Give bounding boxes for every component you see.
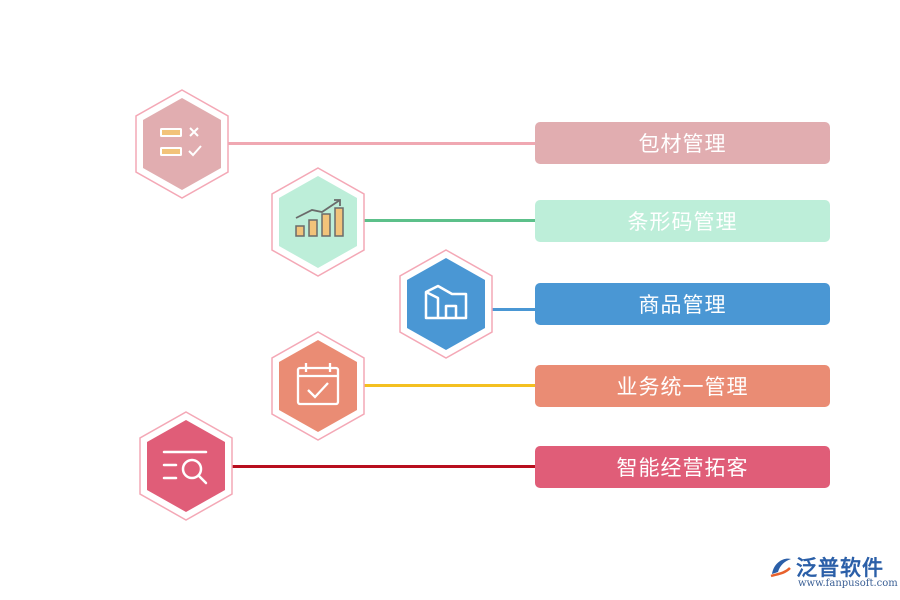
logo-url: www.fanpusoft.com bbox=[798, 578, 898, 589]
connector-line-5 bbox=[232, 465, 536, 468]
connector-line-3 bbox=[492, 308, 536, 311]
connector-line-2 bbox=[364, 219, 536, 222]
hexagon-node-4 bbox=[268, 330, 368, 442]
label-text-3: 商品管理 bbox=[638, 293, 727, 317]
connector-line-4 bbox=[364, 384, 536, 387]
calendar-check-icon bbox=[296, 363, 340, 406]
label-box-3: 商品管理 bbox=[535, 283, 830, 325]
checklist-icon bbox=[160, 127, 202, 157]
connector-line-1 bbox=[228, 142, 536, 145]
label-box-4: 业务统一管理 bbox=[535, 365, 830, 407]
label-text-5: 智能经营拓客 bbox=[616, 456, 749, 480]
logo-name: 泛普软件 bbox=[796, 556, 884, 580]
label-box-1: 包材管理 bbox=[535, 122, 830, 164]
hexagon-node-2 bbox=[268, 166, 368, 278]
bar-chart-growth-icon bbox=[295, 199, 344, 237]
hexagon-node-3 bbox=[396, 248, 496, 360]
label-text-1: 包材管理 bbox=[638, 132, 727, 156]
hexagon-node-5 bbox=[136, 410, 236, 522]
fanpu-logo-icon bbox=[770, 558, 791, 578]
label-box-2: 条形码管理 bbox=[535, 200, 830, 242]
brand-logo: 泛普软件 www.fanpusoft.com bbox=[768, 552, 898, 592]
label-text-2: 条形码管理 bbox=[627, 210, 738, 234]
building-icon bbox=[424, 284, 468, 320]
hexagon-node-1 bbox=[132, 88, 232, 200]
search-list-icon bbox=[162, 450, 208, 485]
label-box-5: 智能经营拓客 bbox=[535, 446, 830, 488]
label-text-4: 业务统一管理 bbox=[616, 375, 749, 399]
